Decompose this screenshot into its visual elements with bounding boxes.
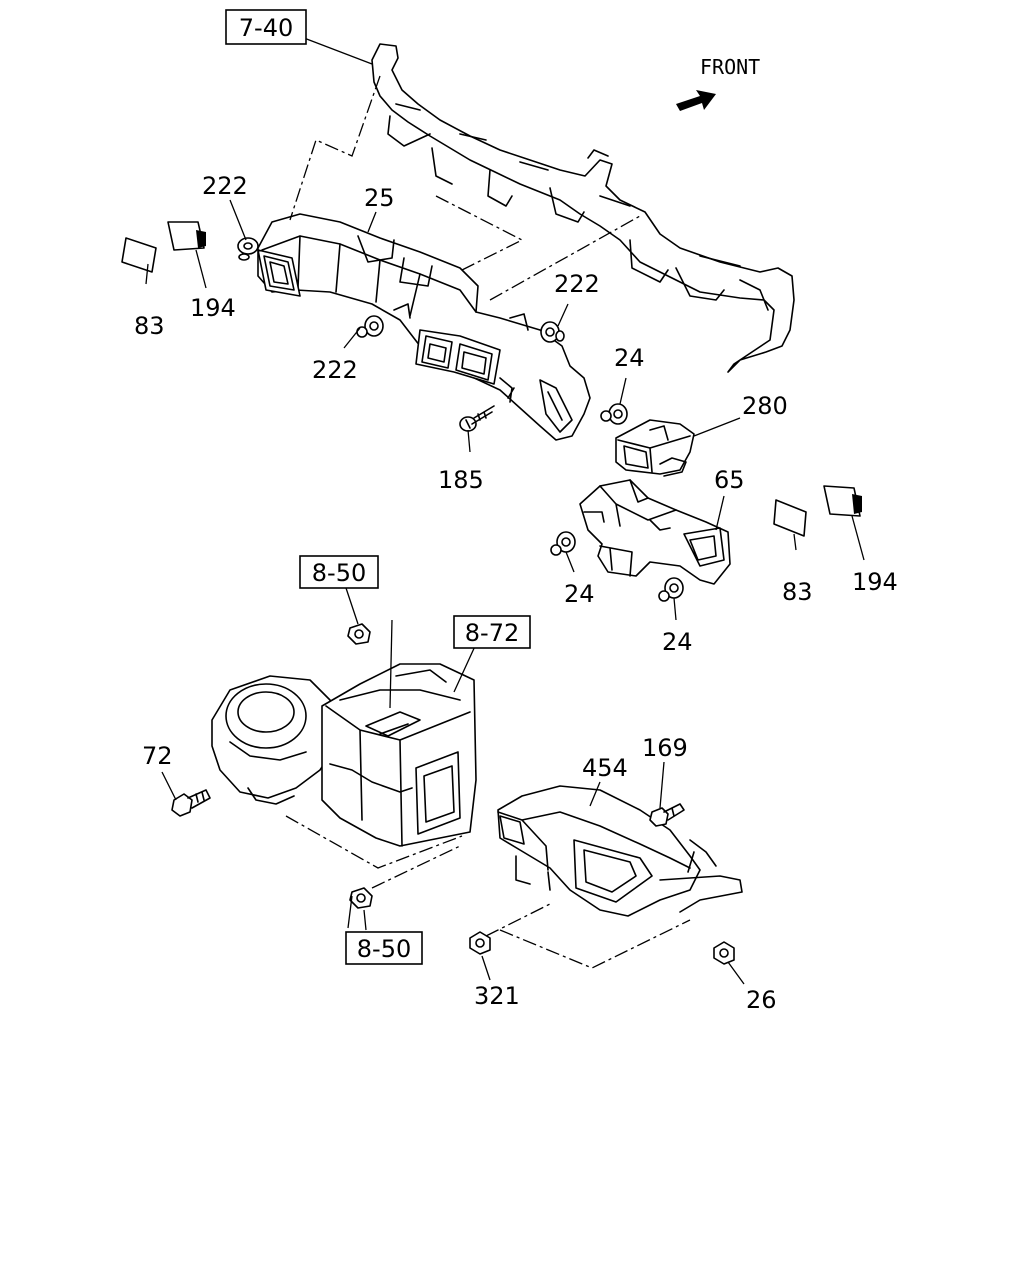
label-24-lower: 24 (662, 628, 693, 656)
nut-8-50-bottom (349, 887, 373, 909)
label-24-upper: 24 (614, 344, 645, 372)
label-454: 454 (582, 754, 628, 782)
leader-lines (145, 37, 865, 985)
cross-car-beam (371, 43, 795, 373)
label-25: 25 (364, 184, 395, 212)
assembly-lines (285, 75, 691, 969)
label-222-middle: 222 (312, 356, 358, 384)
nut-321 (469, 931, 491, 955)
label-83-left: 83 (134, 312, 165, 340)
label-185: 185 (438, 466, 484, 494)
duct-65 (579, 479, 731, 585)
ref-text: 8-72 (465, 619, 519, 647)
reference-8-50-bottom[interactable]: 8-50 (345, 931, 423, 965)
cap-194-left (167, 221, 206, 251)
label-83-right: 83 (782, 578, 813, 606)
nut-8-50-top (347, 623, 371, 645)
label-222-right: 222 (554, 270, 600, 298)
cover-83-right (773, 499, 807, 537)
duct-280 (615, 419, 695, 477)
clip-222-upper (237, 237, 259, 261)
front-arrow-icon (676, 90, 716, 111)
ref-text: 7-40 (239, 14, 293, 42)
clip-222-right (540, 321, 565, 343)
front-label: FRONT (700, 55, 760, 79)
clip-24-lower (658, 577, 684, 602)
label-169: 169 (642, 734, 688, 762)
part-labels: 222 25 194 83 222 222 24 280 185 65 24 2… (134, 172, 898, 1014)
label-65: 65 (714, 466, 745, 494)
bolt-72 (171, 789, 211, 817)
reference-8-72[interactable]: 8-72 (453, 615, 531, 649)
bolt-169 (649, 803, 685, 827)
clip-24-left (550, 531, 576, 556)
label-222-upper: 222 (202, 172, 248, 200)
duct-25 (257, 213, 591, 441)
ref-text: 8-50 (357, 935, 411, 963)
label-72: 72 (142, 742, 173, 770)
screw-185 (459, 405, 495, 432)
duct-454 (497, 785, 743, 917)
cover-83-left (121, 237, 157, 273)
label-280: 280 (742, 392, 788, 420)
reference-8-50-top[interactable]: 8-50 (299, 555, 379, 589)
clip-24-upper (600, 403, 628, 425)
label-194-right: 194 (852, 568, 898, 596)
blower-unit (211, 675, 341, 805)
label-321: 321 (474, 982, 520, 1010)
label-26: 26 (746, 986, 777, 1014)
ref-text: 8-50 (312, 559, 366, 587)
heater-case (321, 663, 477, 847)
nut-26 (713, 941, 735, 965)
cap-194-right (823, 485, 862, 517)
label-194-left: 194 (190, 294, 236, 322)
label-24-left: 24 (564, 580, 595, 608)
clip-222-middle (356, 315, 384, 338)
reference-7-40[interactable]: 7-40 (225, 9, 307, 45)
